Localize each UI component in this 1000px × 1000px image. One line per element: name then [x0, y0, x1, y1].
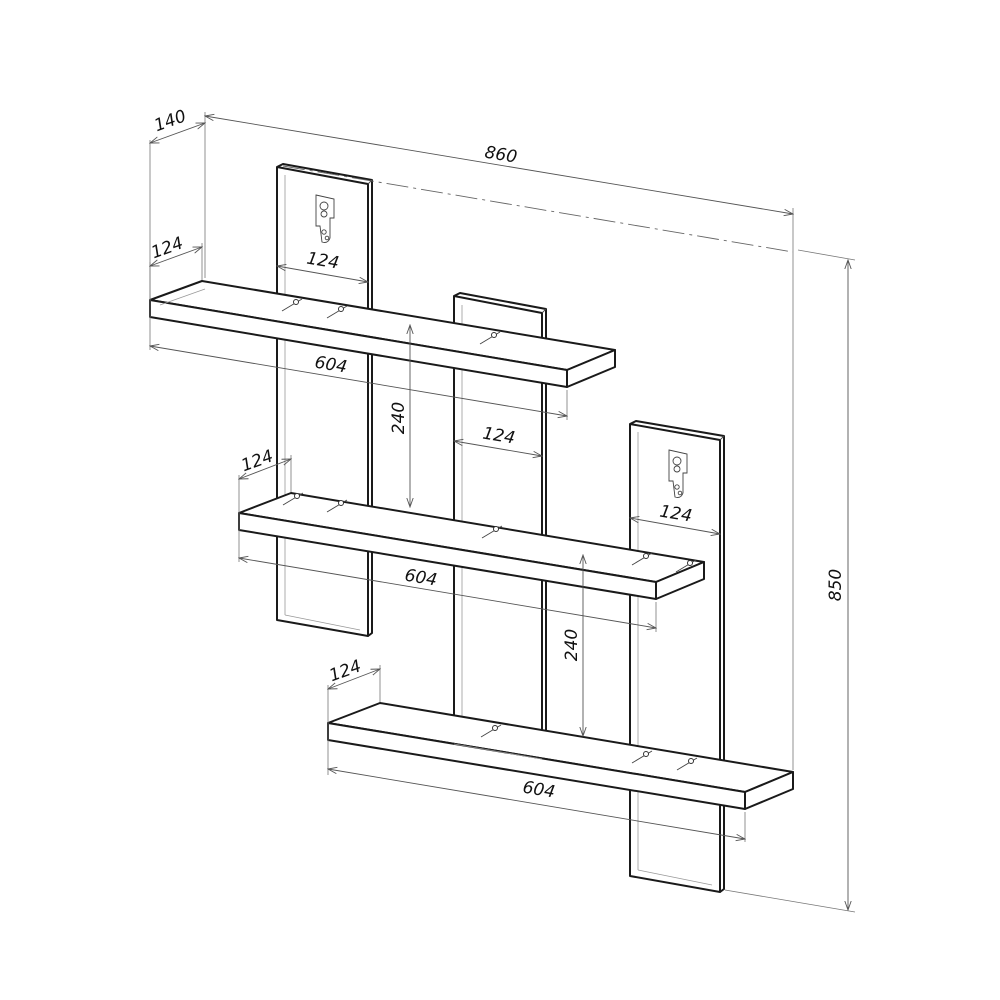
- dim-label-spacing-upper: 240: [389, 402, 409, 434]
- wall-bracket-icon-2: [668, 449, 688, 498]
- dim-label-shelf-3-length: 604: [521, 778, 556, 803]
- dim-label-shelf-2-depth: 124: [239, 446, 276, 476]
- post-right: [629, 420, 725, 893]
- dim-overall-depth: 140: [150, 106, 205, 300]
- dim-label-shelf-1-depth: 124: [149, 233, 186, 263]
- dim-label-shelf-3-depth: 124: [327, 656, 364, 686]
- post-left: [276, 163, 373, 637]
- dim-spacing-lower: 240: [562, 555, 583, 736]
- dim-post-left: 124: [277, 249, 368, 282]
- dim-label-overall-width: 860: [483, 143, 518, 168]
- dim-shelf-bottom: 124 604: [327, 656, 745, 842]
- dim-overall-height: 850: [724, 249, 856, 913]
- screw-icons-top: [281, 298, 501, 345]
- screw-icons-bottom: [480, 724, 698, 771]
- dim-label-spacing-lower: 240: [562, 629, 582, 661]
- dim-label-overall-height: 850: [826, 569, 846, 601]
- dim-spacing-upper: 240: [389, 325, 410, 507]
- dim-label-overall-depth: 140: [152, 106, 189, 136]
- dim-overall-width: 860: [205, 112, 793, 770]
